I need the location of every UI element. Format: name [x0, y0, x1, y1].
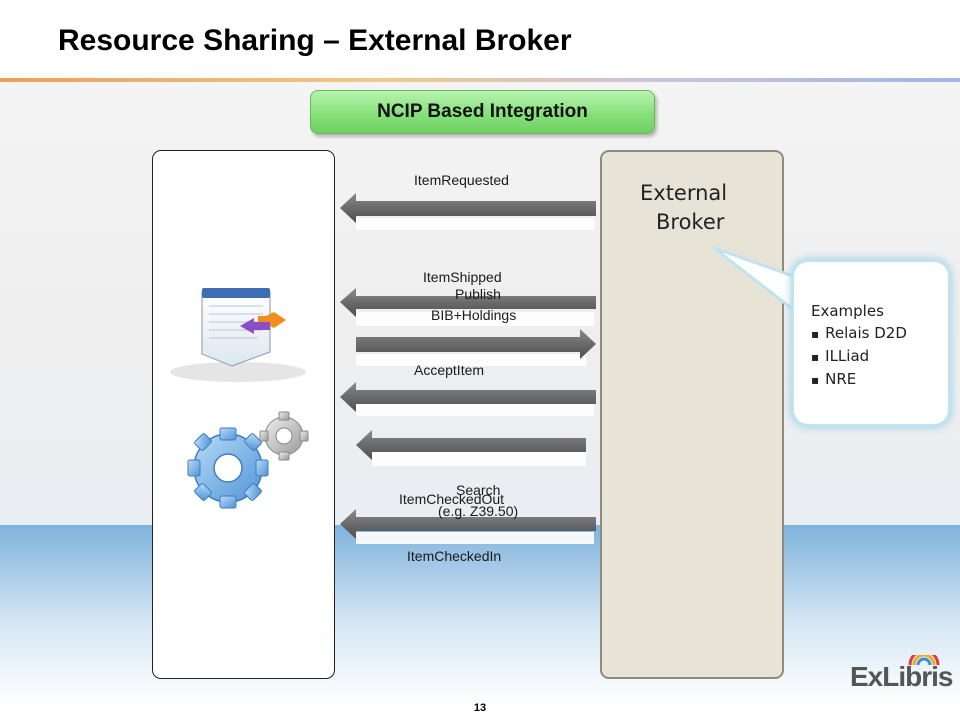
label-accept-item: AcceptItem: [414, 362, 485, 378]
reflection-3: [356, 354, 586, 366]
page-number: 13: [473, 702, 487, 714]
title-divider: [0, 78, 960, 82]
label-item-checked-in: ItemCheckedIn: [407, 548, 502, 564]
arrow-search: [356, 430, 586, 460]
examples-heading: Examples: [811, 302, 884, 320]
alma-system-box: [152, 150, 335, 679]
label-item-requested: ItemRequested: [414, 172, 509, 188]
ncip-banner: NCIP Based Integration: [310, 90, 655, 134]
external-broker-box: [600, 150, 784, 679]
exlibris-logo-text: ExLibris: [850, 661, 953, 692]
example-item: Relais D2D: [811, 322, 941, 345]
reflection-1: [356, 218, 594, 230]
reflection-5: [372, 452, 586, 466]
label-item-checked-out: ItemCheckedOut: [399, 491, 505, 507]
example-item: ILLiad: [811, 345, 941, 368]
arrow-item-shipped: [340, 288, 596, 317]
label-item-shipped: ItemShipped: [423, 269, 502, 285]
arrow-accept-item: [340, 382, 596, 412]
arrow-publish-bib-holdings: [356, 329, 596, 359]
example-item: NRE: [811, 368, 941, 391]
reflection-2: [356, 312, 594, 326]
reflection-4: [356, 404, 594, 416]
slide-title: Resource Sharing – External Broker: [58, 24, 572, 57]
label-bib-holdings: BIB+Holdings: [431, 307, 517, 323]
label-search: Search: [456, 482, 501, 498]
label-publish: Publish: [455, 286, 501, 302]
reflection-6: [356, 532, 594, 544]
examples-callout-text: Examples Relais D2D ILLiad NRE: [811, 300, 941, 391]
gears-icon: [187, 411, 309, 509]
exlibris-logo: [908, 655, 940, 666]
document-exchange-icon: [170, 288, 306, 382]
broker-title-line2: Broker: [656, 210, 725, 234]
arrow-item-requested: [340, 193, 596, 223]
broker-title-line1: External: [640, 181, 728, 205]
examples-list: Relais D2D ILLiad NRE: [811, 322, 941, 391]
arrow-item-checked-out: [340, 509, 596, 539]
label-z3950: (e.g. Z39.50): [438, 503, 519, 519]
broker-title: External Broker: [640, 179, 760, 237]
arrow-reflections: [356, 218, 594, 544]
